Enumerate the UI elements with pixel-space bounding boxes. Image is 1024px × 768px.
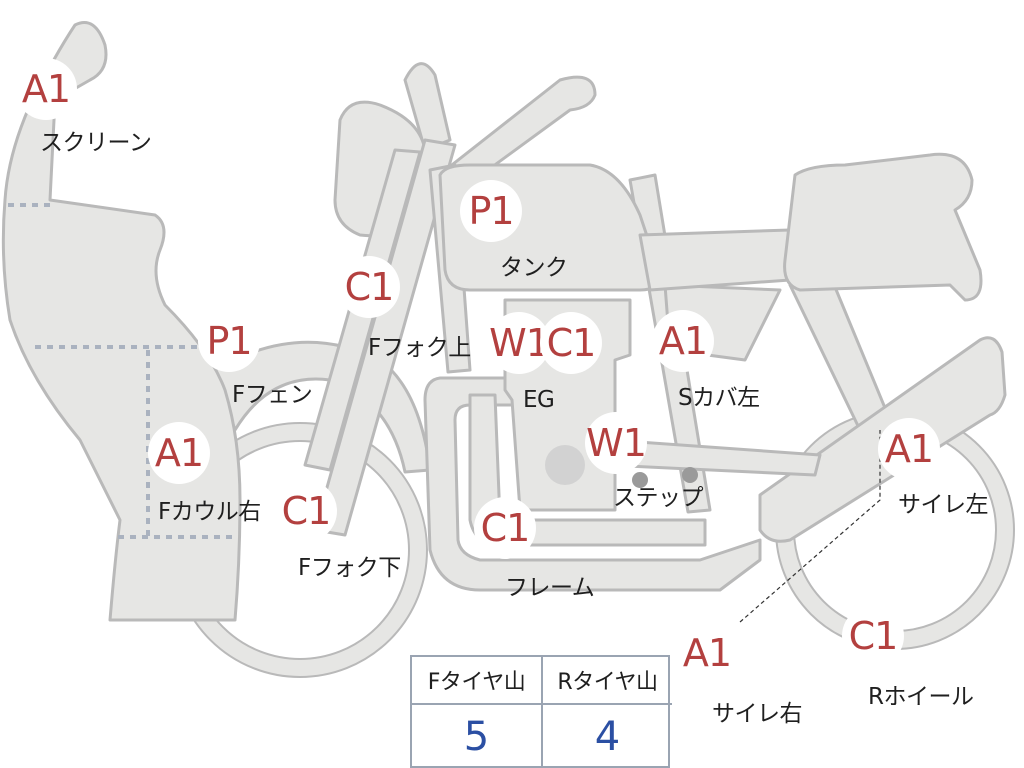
label-muffler-right: サイレ右 (712, 701, 803, 727)
grade-badge-f-fork-top: C1 (338, 256, 400, 318)
tire-tread-table: Fタイヤ山 Rタイヤ山 5 4 (410, 655, 672, 768)
front-fork (313, 138, 457, 537)
label-screen: スクリーン (40, 130, 152, 156)
label-s-cover-left: Sカバ左 (678, 385, 760, 411)
label-tank: タンク (500, 255, 568, 281)
label-f-fork-bottom: Fフォク下 (298, 555, 401, 581)
frame (423, 376, 762, 592)
label-f-fender: Fフェン (232, 382, 313, 408)
label-muffler-left: サイレ左 (898, 492, 989, 518)
table-divider (541, 657, 543, 768)
grade-badge-muffler-right: A1 (676, 622, 738, 684)
front-tire-header: Fタイヤ山 (412, 657, 541, 705)
label-r-wheel: Rホイール (868, 684, 974, 710)
grade-badge-engine-w: W1 (488, 312, 550, 374)
grade-badge-tank: P1 (460, 180, 522, 242)
grade-badge-f-fender: P1 (198, 310, 260, 372)
seat (783, 152, 983, 302)
label-engine: EG (523, 387, 555, 413)
grade-badge-muffler-left: A1 (878, 418, 940, 480)
label-f-cowl-right: Fカウル右 (158, 499, 261, 525)
grade-badge-s-cover-left: A1 (652, 310, 714, 372)
grade-badge-engine-c: C1 (540, 312, 602, 374)
grade-badge-frame: C1 (474, 497, 536, 559)
label-step: ステップ (613, 485, 704, 511)
label-frame: フレーム (505, 575, 595, 601)
rear-tire-value: 4 (594, 713, 621, 760)
grade-badge-f-cowl-right: A1 (148, 422, 210, 484)
grade-badge-step: W1 (585, 412, 647, 474)
rear-tire-header: Rタイヤ山 (543, 657, 672, 705)
grade-badge-r-wheel: C1 (842, 605, 904, 667)
front-tire-value: 5 (463, 713, 490, 760)
label-f-fork-top: Fフォク上 (368, 335, 471, 361)
grade-badge-screen: A1 (15, 58, 77, 120)
grade-badge-f-fork-bottom: C1 (275, 480, 337, 542)
